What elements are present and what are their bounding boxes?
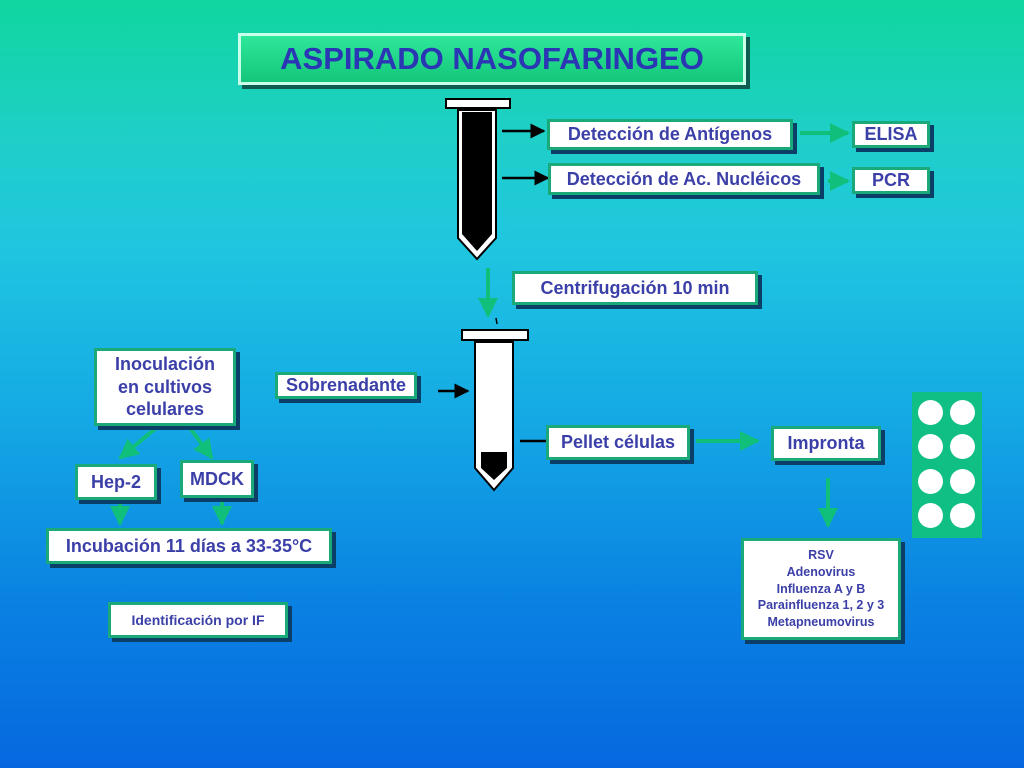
well — [950, 434, 975, 460]
virus-item: RSV — [808, 547, 834, 562]
box-identificacion: Identificación por IF — [108, 602, 288, 638]
box-incubacion: Incubación 11 días a 33-35°C — [46, 528, 332, 564]
box-mdck: MDCK — [180, 460, 254, 498]
well — [918, 502, 943, 528]
well — [918, 434, 943, 460]
box-hep2: Hep-2 — [75, 464, 157, 500]
virus-item: Adenovirus — [786, 564, 856, 579]
box-inoculacion: Inoculación en cultivos celulares — [94, 348, 236, 426]
well — [950, 400, 975, 425]
well — [950, 502, 975, 528]
virus-item: Parainfluenza 1, 2 y 3 — [757, 598, 885, 613]
arrow-to-mdck — [188, 426, 214, 460]
well — [918, 400, 943, 425]
box-impronta: Impronta — [771, 426, 881, 461]
box-virus-list: RSV Adenovirus Influenza A y B Parainflu… — [741, 538, 901, 640]
box-elisa: ELISA — [852, 121, 930, 148]
well — [918, 468, 943, 494]
centrifuge-tube-icon — [461, 329, 529, 492]
box-pcr: PCR — [852, 167, 930, 194]
test-tube-icon — [445, 98, 511, 261]
diagram-title: ASPIRADO NASOFARINGEO — [238, 33, 746, 85]
box-sobrenadante: Sobrenadante — [275, 372, 417, 399]
box-antigenos: Detección de Antígenos — [547, 119, 793, 150]
well-plate-icon — [912, 392, 982, 538]
box-centrifugacion: Centrifugación 10 min — [512, 271, 758, 305]
box-ac-nucleicos: Detección de Ac. Nucléicos — [548, 163, 820, 195]
box-pellet: Pellet células — [546, 425, 690, 460]
virus-item: Metapneumovirus — [767, 615, 875, 630]
arrow-to-hep2 — [118, 426, 158, 460]
virus-item: Influenza A y B — [776, 581, 866, 596]
well — [950, 468, 975, 494]
